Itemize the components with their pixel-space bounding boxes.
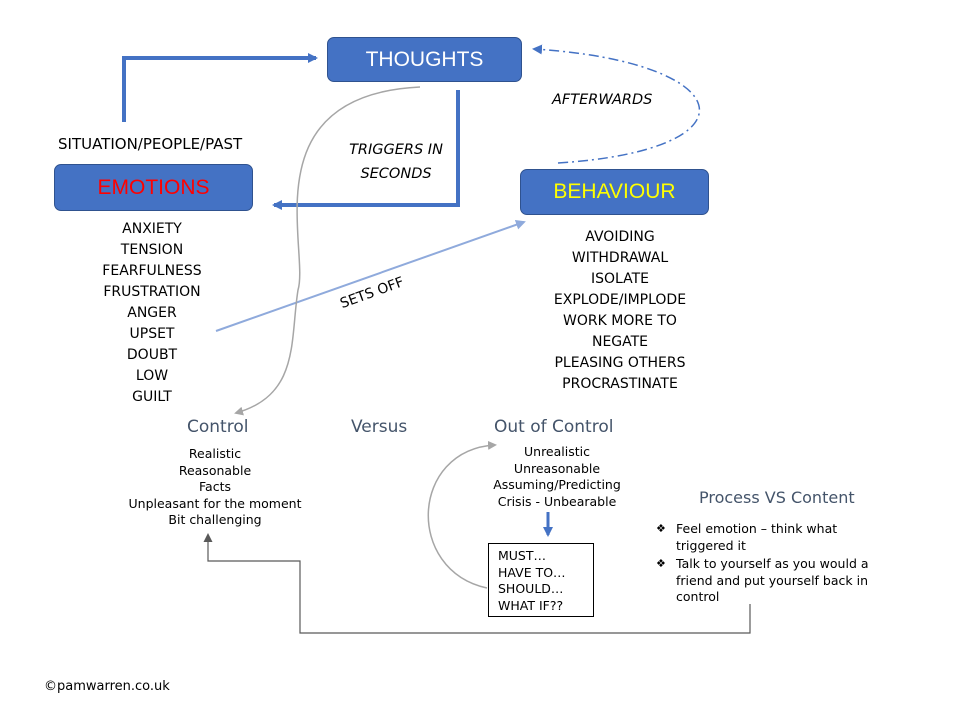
afterwards-dashed-arrow <box>532 44 701 164</box>
list-item: Unpleasant for the moment <box>128 495 302 511</box>
list-item: SHOULD… <box>498 581 564 596</box>
list-item: PROCRASTINATE <box>562 376 678 392</box>
sets-off-arrow <box>215 219 526 332</box>
copyright-label: ©pamwarren.co.uk <box>44 679 170 694</box>
list-item: Assuming/Predicting <box>493 477 621 492</box>
bullet-item: ❖ Talk to yourself as you would a friend… <box>656 556 896 606</box>
diamond-bullet-icon: ❖ <box>656 522 666 535</box>
diamond-bullet-icon: ❖ <box>656 557 666 570</box>
list-item: NEGATE <box>591 334 649 350</box>
must-to-out-of-control-curve <box>427 440 497 589</box>
must-box: MUST… HAVE TO… SHOULD… WHAT IF?? <box>488 543 594 617</box>
list-item: TENSION <box>120 242 184 258</box>
emotions-box: EMOTIONS <box>54 164 253 211</box>
list-item: FRUSTRATION <box>103 284 201 300</box>
list-item: Unrealistic <box>524 444 590 459</box>
list-item: GUILT <box>132 389 172 405</box>
emotions-list: ANXIETY TENSION FEARFULNESS FRUSTRATION … <box>90 219 214 408</box>
list-item: ANGER <box>127 305 177 321</box>
process-vs-content-heading: Process VS Content <box>699 488 855 507</box>
list-item: Reasonable <box>178 462 252 478</box>
list-item: Facts <box>199 479 231 494</box>
process-bullets: ❖ Feel emotion – think what triggered it… <box>656 521 896 608</box>
triggers-label-line1: TRIGGERS IN <box>349 142 443 158</box>
list-item: ISOLATE <box>590 271 650 287</box>
bullet-text: Talk to yourself as you would a friend a… <box>676 556 869 604</box>
thoughts-to-emotions-arrow <box>272 90 460 210</box>
thoughts-label: THOUGHTS <box>365 47 484 71</box>
list-item: Crisis - Unbearable <box>497 493 617 509</box>
process-to-control-connector <box>203 533 751 634</box>
list-item: Realistic <box>188 446 242 461</box>
versus-heading: Versus <box>351 417 408 437</box>
situation-to-thoughts-arrow <box>122 53 318 122</box>
out-of-control-heading: Out of Control <box>494 417 614 437</box>
list-item: Bit challenging <box>168 512 262 527</box>
out-of-control-list: Unrealistic Unreasonable Assuming/Predic… <box>484 444 630 510</box>
control-list: Realistic Reasonable Facts Unpleasant fo… <box>122 446 308 529</box>
list-item: HAVE TO… <box>498 564 566 580</box>
bullet-item: ❖ Feel emotion – think what triggered it <box>656 521 896 554</box>
triggers-label-line2: SECONDS <box>360 166 432 182</box>
behaviour-box: BEHAVIOUR <box>520 169 709 215</box>
list-item: EXPLODE/IMPLODE <box>553 292 687 308</box>
list-item: Unreasonable <box>513 460 601 476</box>
list-item: PLEASING OTHERS <box>554 355 686 371</box>
thoughts-box: THOUGHTS <box>327 37 522 82</box>
list-item: UPSET <box>129 326 175 342</box>
thoughts-to-control-curve <box>234 86 421 416</box>
list-item: WORK MORE TO <box>563 313 677 329</box>
list-item: LOW <box>135 368 169 384</box>
behaviour-label: BEHAVIOUR <box>553 180 676 203</box>
list-item: FEARFULNESS <box>102 263 202 279</box>
afterwards-label: AFTERWARDS <box>552 92 653 108</box>
list-item: ANXIETY <box>122 221 182 237</box>
list-item: DOUBT <box>126 347 178 363</box>
list-item: WITHDRAWAL <box>571 250 669 266</box>
triggers-label: TRIGGERS IN SECONDS <box>348 138 444 186</box>
emotions-label: EMOTIONS <box>97 175 210 199</box>
behaviour-list: AVOIDING WITHDRAWAL ISOLATE EXPLODE/IMPL… <box>545 227 695 395</box>
list-item: MUST… <box>498 548 547 563</box>
situation-label: SITUATION/PEOPLE/PAST <box>58 135 243 153</box>
bullet-text: Feel emotion – think what triggered it <box>676 521 838 553</box>
list-item: AVOIDING <box>585 229 655 245</box>
list-item: WHAT IF?? <box>498 597 564 613</box>
control-heading: Control <box>187 417 249 437</box>
